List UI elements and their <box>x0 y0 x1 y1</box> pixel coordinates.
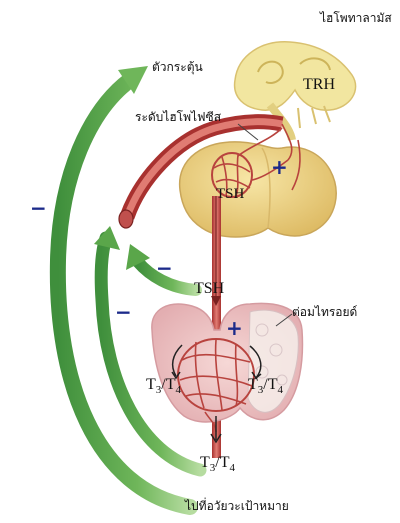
label-stimulus: ตัวกระตุ้น <box>152 60 203 74</box>
hormone-t3t4-left: T3/T4 <box>146 376 181 397</box>
feedback-arrow-middle <box>94 226 207 477</box>
label-thyroid: ต่อมไทรอยด์ <box>292 305 358 319</box>
pituitary-gland <box>178 141 337 238</box>
hormone-tsh-stalk: TSH <box>194 280 225 297</box>
minus-sign-middle: − <box>115 300 132 324</box>
hormone-tsh-pituitary: TSH <box>216 186 245 202</box>
minus-sign-short: − <box>156 256 173 280</box>
hormone-t3t4-right: T3/T4 <box>248 376 283 397</box>
leader-lines <box>237 123 293 327</box>
pituitary-capillaries <box>211 123 301 198</box>
stalk-vessel <box>211 196 221 458</box>
minus-sign-outer: − <box>30 196 47 220</box>
portal-vessel <box>118 114 284 229</box>
thyroid-gland <box>151 302 304 423</box>
label-pituitary-vessel: ระดับไฮโพไฟซีส <box>135 110 222 124</box>
t3t4-secretion-arrows <box>171 344 262 444</box>
label-target-organs: ไปที่อวัยวะเป้าหมาย <box>185 499 289 513</box>
feedback-arrow-short <box>126 244 202 296</box>
hormone-trh: TRH <box>303 76 335 93</box>
plus-sign-thyroid: + <box>226 316 243 340</box>
plus-sign-pituitary: + <box>271 155 288 179</box>
feedback-arrow-outer <box>49 66 198 515</box>
label-hypothalamus: ไฮโพทาลามัส <box>320 11 392 25</box>
hypothalamus-shape <box>233 41 357 141</box>
hormone-t3t4-out: T3/T4 <box>200 454 235 475</box>
